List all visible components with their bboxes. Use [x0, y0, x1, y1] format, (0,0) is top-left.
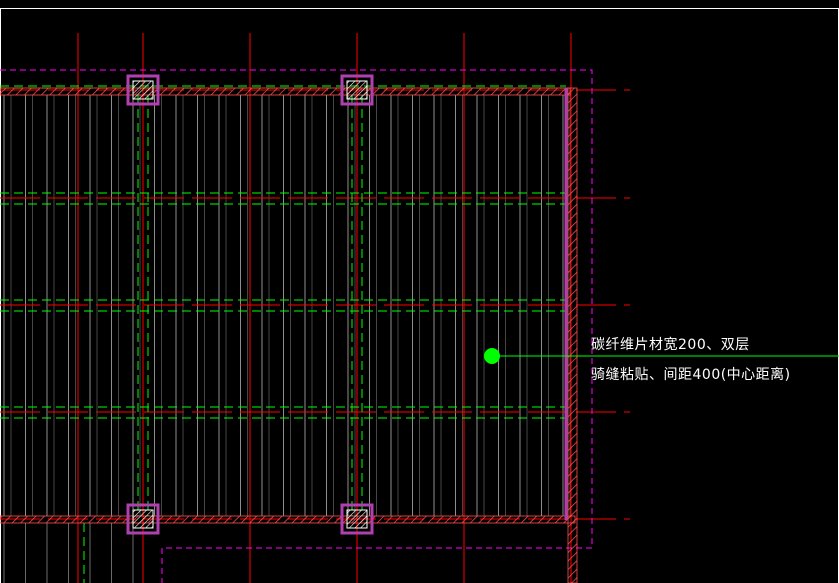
column [126, 74, 160, 106]
wall-bottom [0, 515, 576, 524]
column [340, 74, 374, 106]
column-core [132, 509, 154, 529]
annotation-line-2: 骑缝粘贴、间距400(中心距离) [591, 367, 791, 383]
column-core [346, 509, 368, 529]
column-core [346, 80, 368, 100]
grid-axes [0, 33, 630, 583]
slab-outline [0, 69, 593, 583]
wall-top [0, 87, 571, 96]
wall-right [567, 87, 578, 583]
fiber-strips [3, 95, 571, 583]
green-dot-icon [484, 348, 500, 364]
beam-lines [0, 85, 566, 583]
column [340, 503, 374, 535]
annotation-line-1: 碳纤维片材宽200、双层 [591, 337, 750, 353]
column-core [132, 80, 154, 100]
columns [126, 74, 374, 535]
column [126, 503, 160, 535]
